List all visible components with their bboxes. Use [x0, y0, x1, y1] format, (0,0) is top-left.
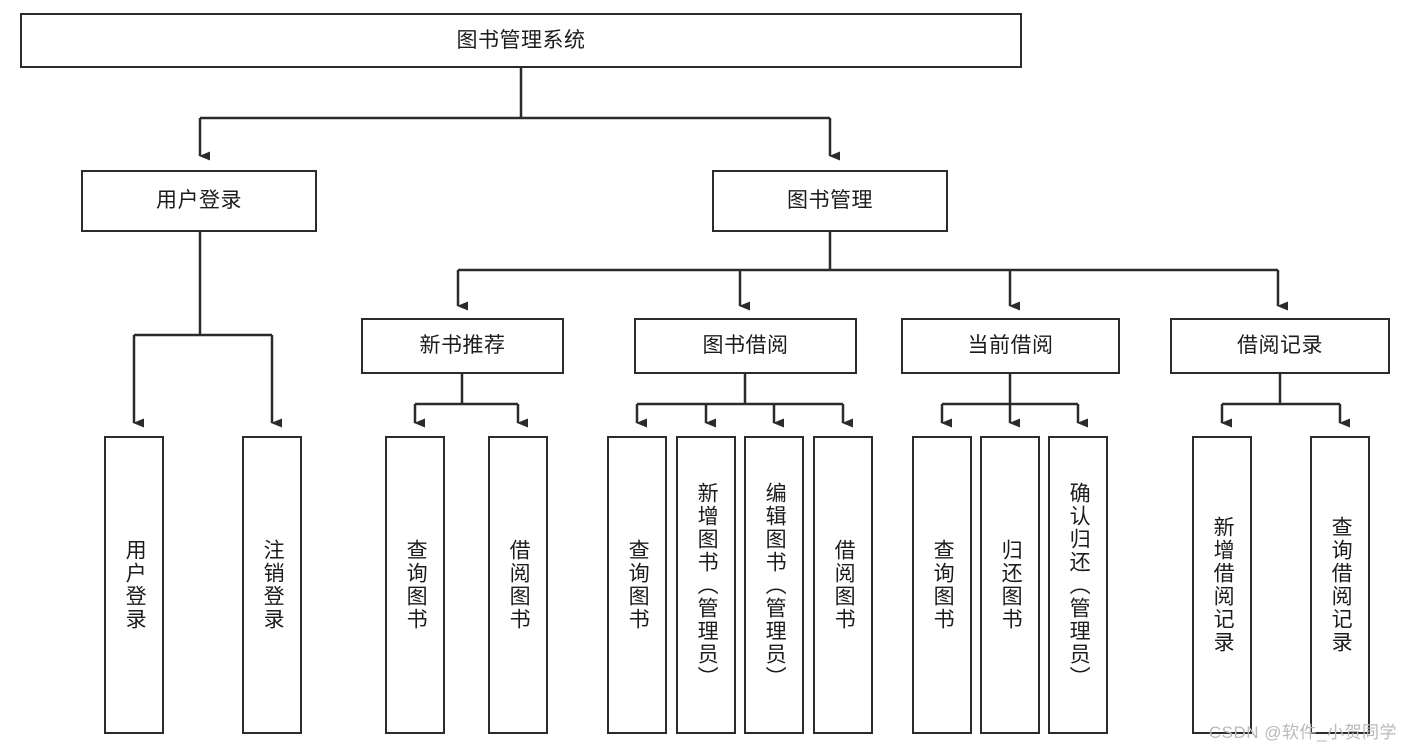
node-label: 借阅图书	[507, 539, 531, 631]
node-leaf-borrow-book[interactable]: 借阅图书	[813, 436, 873, 734]
node-label: 新增借阅记录	[1211, 516, 1235, 654]
node-leaf-return-book[interactable]: 归还图书	[980, 436, 1040, 734]
node-label: 借阅记录	[1237, 334, 1323, 358]
node-leaf-query-book-borrow[interactable]: 查询图书	[607, 436, 667, 734]
node-label: 新书推荐	[419, 334, 506, 358]
node-label: 当前借阅	[967, 334, 1054, 358]
node-user-login[interactable]: 用户登录	[81, 170, 317, 232]
node-leaf-logout[interactable]: 注销登录	[242, 436, 302, 734]
node-label: 查询图书	[626, 539, 650, 631]
node-label: 借阅图书	[832, 539, 856, 631]
node-label: 归还图书	[999, 539, 1023, 631]
node-label: 图书管理系统	[456, 28, 586, 52]
node-book-management[interactable]: 图书管理	[712, 170, 948, 232]
watermark-text: CSDN @软件_小贺同学	[1208, 723, 1397, 742]
node-leaf-edit-book-admin[interactable]: 编辑图书（管理员）	[744, 436, 804, 734]
node-leaf-add-book-admin[interactable]: 新增图书（管理员）	[676, 436, 736, 734]
node-leaf-confirm-return-admin[interactable]: 确认归还（管理员）	[1048, 436, 1108, 734]
node-label: 查询借阅记录	[1329, 516, 1353, 654]
node-label: 图书管理	[787, 189, 873, 213]
node-label: 编辑图书（管理员）	[763, 481, 787, 689]
node-label: 图书借阅	[702, 334, 789, 358]
node-current-borrow[interactable]: 当前借阅	[901, 318, 1120, 374]
node-label: 查询图书	[931, 539, 955, 631]
node-new-book-recommend[interactable]: 新书推荐	[361, 318, 564, 374]
node-book-borrow[interactable]: 图书借阅	[634, 318, 857, 374]
node-leaf-borrow-book-recommend[interactable]: 借阅图书	[488, 436, 548, 734]
node-root-book-management-system[interactable]: 图书管理系统	[20, 13, 1022, 68]
node-borrow-record[interactable]: 借阅记录	[1170, 318, 1390, 374]
node-leaf-add-borrow-record[interactable]: 新增借阅记录	[1192, 436, 1252, 734]
node-label: 注销登录	[261, 539, 285, 631]
node-label: 用户登录	[156, 189, 242, 213]
node-leaf-query-book-recommend[interactable]: 查询图书	[385, 436, 445, 734]
node-label: 用户登录	[123, 539, 147, 631]
node-label: 确认归还（管理员）	[1067, 481, 1091, 689]
node-leaf-query-borrow-record[interactable]: 查询借阅记录	[1310, 436, 1370, 734]
node-leaf-user-login[interactable]: 用户登录	[104, 436, 164, 734]
node-label: 查询图书	[404, 539, 428, 631]
node-label: 新增图书（管理员）	[695, 481, 719, 689]
node-leaf-query-book-current[interactable]: 查询图书	[912, 436, 972, 734]
